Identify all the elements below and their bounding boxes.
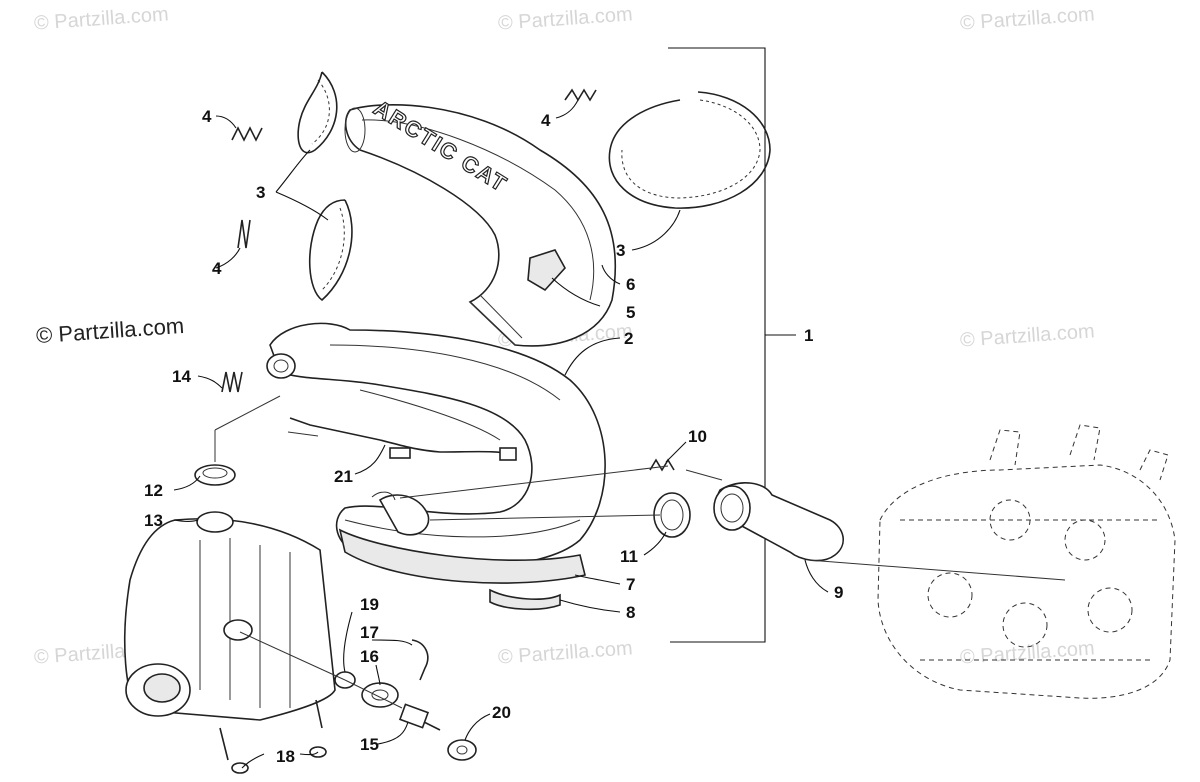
sensor-cable xyxy=(287,417,517,461)
leader-lines xyxy=(173,99,1066,769)
grommet-12 xyxy=(194,464,236,486)
shield-8 xyxy=(489,588,561,611)
callout-14: 14 xyxy=(172,367,191,386)
spring-upper-left xyxy=(231,126,263,142)
assembly-bracket xyxy=(668,47,796,643)
callout-12: 12 xyxy=(144,481,163,500)
gasket-11 xyxy=(653,492,691,538)
mounting-band-right xyxy=(608,91,771,209)
exhaust-manifold xyxy=(713,482,844,562)
engine-block xyxy=(877,424,1176,699)
callout-8: 8 xyxy=(626,603,635,622)
callout-18: 18 xyxy=(276,747,295,766)
callout-20: 20 xyxy=(492,703,511,722)
callouts: 1 2 3 3 4 4 4 5 6 7 8 9 10 11 12 13 14 1… xyxy=(144,107,843,766)
callout-3-left: 3 xyxy=(256,183,265,202)
heat-shield-lower-7 xyxy=(338,528,586,584)
expansion-chamber xyxy=(266,322,606,611)
muffler xyxy=(124,511,336,721)
callout-4-lower-left: 4 xyxy=(212,259,222,278)
pin-17 xyxy=(411,639,429,681)
mounting-band-lower-left xyxy=(308,199,353,302)
nut-20 xyxy=(447,739,477,761)
mounting-band-upper-left xyxy=(297,71,338,154)
spring-10 xyxy=(649,458,675,472)
spring-14 xyxy=(221,371,243,393)
callout-1: 1 xyxy=(804,326,813,345)
spring-upper-right xyxy=(564,88,597,102)
callout-4-upper-left: 4 xyxy=(202,107,212,126)
callout-19: 19 xyxy=(360,595,379,614)
callout-9: 9 xyxy=(834,583,843,602)
callout-6: 6 xyxy=(626,275,635,294)
callout-5: 5 xyxy=(626,303,635,322)
callout-21: 21 xyxy=(334,467,353,486)
callout-4-right: 4 xyxy=(541,111,551,130)
callout-16: 16 xyxy=(360,647,379,666)
stud-15 xyxy=(398,703,441,731)
heat-shield-decal-5 xyxy=(527,249,566,292)
grommet-16 xyxy=(361,682,399,708)
callout-13: 13 xyxy=(144,511,163,530)
callout-11: 11 xyxy=(620,547,638,566)
callout-2: 2 xyxy=(624,329,633,348)
callout-15: 15 xyxy=(360,735,379,754)
callout-10: 10 xyxy=(688,427,707,446)
callout-3-right: 3 xyxy=(616,241,625,260)
callout-7: 7 xyxy=(626,575,635,594)
callout-17: 17 xyxy=(360,623,379,642)
spring-lower-left xyxy=(237,219,251,249)
heat-shield: ARCTIC CAT xyxy=(344,94,617,347)
